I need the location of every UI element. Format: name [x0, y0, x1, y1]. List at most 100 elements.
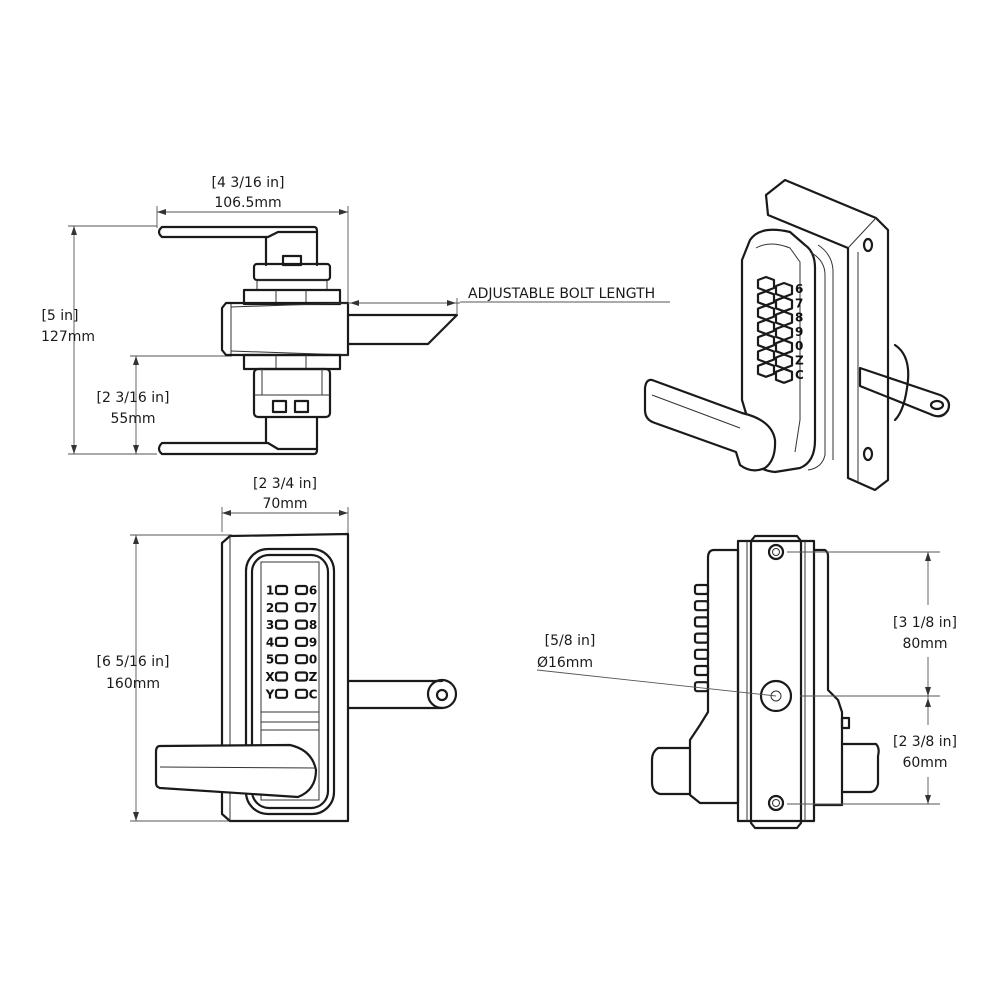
top-offset-in: [2 3/16 in] — [97, 390, 170, 406]
top-hub — [252, 262, 332, 282]
hole-size-mm: Ø16mm — [537, 655, 593, 671]
side-screw-top — [767, 543, 785, 561]
screw-inner — [772, 548, 780, 556]
keypad-label-left: X — [265, 670, 275, 684]
iso-key-right — [774, 296, 794, 313]
arrow-icon — [133, 445, 139, 454]
keypad-button — [274, 619, 289, 630]
iso-edge — [755, 243, 801, 453]
side-key — [693, 664, 710, 677]
iso-key-left — [756, 318, 776, 335]
iso-key-left — [756, 347, 776, 364]
front-height-in: [6 5/16 in] — [97, 654, 170, 670]
iso-key-left — [756, 290, 776, 307]
keypad-button — [294, 636, 309, 648]
iso-edge — [847, 217, 877, 249]
keypad-label-right: 9 — [309, 635, 317, 649]
keypad-label-left: 5 — [266, 653, 274, 667]
iso-bolt — [858, 366, 951, 418]
top-width-in: [4 3/16 in] — [212, 175, 285, 191]
front-bolt — [346, 679, 444, 710]
arrow-icon — [157, 209, 166, 215]
hole-leader-line — [536, 669, 777, 697]
arrow-icon — [447, 300, 456, 306]
keypad-label-right: Z — [309, 670, 318, 684]
screw-inner — [772, 799, 780, 807]
arrow-icon — [133, 356, 139, 365]
front-lever — [154, 743, 318, 799]
iso-lever — [643, 378, 777, 472]
iso-key-right — [774, 310, 794, 327]
side-key — [693, 616, 710, 628]
hole-size-in: [5/8 in] — [545, 633, 596, 649]
iso-edge — [817, 244, 834, 460]
bottom-tab — [271, 399, 288, 414]
bottom-hub — [252, 367, 332, 419]
arrow-icon — [71, 226, 77, 235]
keypad-button — [274, 688, 289, 699]
bottom-flange — [242, 353, 342, 371]
keypad-label-right: 7 — [309, 601, 317, 615]
top-width-mm: 106.5mm — [214, 195, 281, 211]
side-key — [693, 600, 710, 612]
keypad-label-left: 4 — [266, 635, 274, 649]
keypad-button — [294, 584, 309, 596]
side-view: [5/8 in] Ø16mm [3 1/8 in] 80mm [2 3/8 in… — [536, 534, 970, 830]
arrow-icon — [133, 535, 139, 544]
front-height-mm: 160mm — [106, 676, 160, 692]
iso-key-right — [774, 281, 794, 299]
keypad-label-right: 8 — [309, 618, 317, 632]
keypad-label-left: 1 — [266, 584, 274, 598]
adjustable-bolt-length-label: ADJUSTABLE BOLT LENGTH — [468, 286, 655, 302]
front-width-in: [2 3/4 in] — [253, 476, 317, 492]
arrow-icon — [71, 445, 77, 454]
side-face-plate — [749, 534, 803, 830]
upper-dim-in: [3 1/8 in] — [893, 615, 957, 631]
keypad-button — [294, 602, 309, 613]
side-right-body — [812, 548, 844, 807]
iso-edge — [651, 394, 741, 429]
front-keypad-housing — [244, 547, 336, 816]
iso-key-label: C — [795, 368, 804, 382]
side-keypad — [693, 583, 710, 693]
iso-key-label: 9 — [795, 325, 803, 339]
iso-bolt-hole — [929, 399, 945, 411]
arrow-icon — [350, 300, 359, 306]
iso-key-right — [774, 367, 794, 384]
iso-key-label: 7 — [795, 296, 803, 310]
front-bolt-end — [426, 678, 458, 710]
side-left-bolt — [650, 746, 692, 796]
top-height-mm: 127mm — [41, 329, 95, 345]
iso-key-right — [774, 339, 794, 356]
iso-key-left — [756, 333, 776, 350]
iso-screw-hole — [862, 237, 874, 253]
iso-screw-hole — [862, 446, 874, 462]
keypad-label-right: 0 — [309, 653, 317, 667]
lower-dim-in: [2 3/8 in] — [893, 734, 957, 750]
upper-dim-mm: 80mm — [902, 636, 947, 652]
keypad-button — [294, 654, 309, 665]
keypad-button — [294, 619, 309, 630]
keypad-button — [274, 671, 289, 682]
side-flange — [736, 539, 816, 823]
front-width-mm: 70mm — [262, 496, 307, 512]
iso-key-left — [756, 275, 776, 293]
arrow-icon — [339, 510, 348, 516]
top-height-in: [5 in] — [41, 308, 78, 324]
label-mask — [886, 605, 970, 657]
iso-rear-hub — [893, 343, 910, 422]
iso-key-label: 0 — [795, 339, 803, 353]
iso-key-label: 8 — [795, 311, 803, 325]
arrow-icon — [925, 552, 931, 561]
keypad-label-left: 3 — [266, 618, 274, 632]
side-key — [693, 648, 710, 660]
keypad-label-left: Y — [265, 687, 275, 701]
keypad-button — [294, 688, 309, 699]
side-key — [693, 681, 710, 693]
top-hub-collar — [256, 279, 328, 291]
side-key — [693, 632, 710, 644]
lever-bottom — [157, 416, 319, 456]
side-tab — [840, 716, 851, 730]
